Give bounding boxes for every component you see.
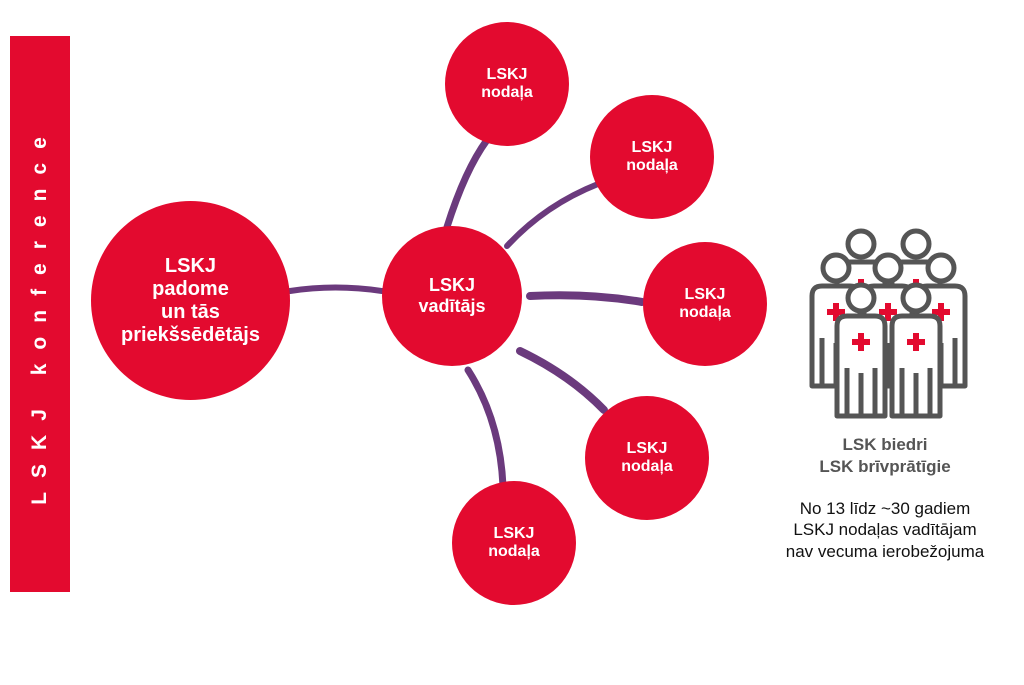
members-age-note: No 13 līdz ~30 gadiem LSKJ nodaļas vadīt… <box>785 499 985 561</box>
leader-label: LSKJ vadītājs <box>418 275 486 316</box>
link-leader-branch-bottom <box>464 366 507 490</box>
branch-node: LSKJ nodaļa <box>585 396 709 520</box>
link-leader-branch-right <box>526 291 646 306</box>
link-leader-branch-upper-right <box>504 181 601 249</box>
council-node: LSKJ padome un tās priekšsēdētājs <box>91 201 290 400</box>
branch-label: LSKJ nodaļa <box>679 285 731 321</box>
branch-label: LSKJ nodaļa <box>626 138 678 174</box>
branch-label: LSKJ nodaļa <box>621 439 673 475</box>
branch-node: LSKJ nodaļa <box>643 242 767 366</box>
branch-node: LSKJ nodaļa <box>445 22 569 146</box>
branch-label: LSKJ nodaļa <box>481 65 533 101</box>
link-leader-branch-lower-right <box>516 347 608 414</box>
branch-node: LSKJ nodaļa <box>590 95 714 219</box>
council-label: LSKJ padome un tās priekšsēdētājs <box>121 254 260 346</box>
leader-node: LSKJ vadītājs <box>382 226 522 366</box>
branch-node: LSKJ nodaļa <box>452 481 576 605</box>
link-council-leader <box>287 284 385 294</box>
conference-banner <box>10 36 70 592</box>
group-of-people-with-red-cross-icon <box>806 226 976 421</box>
link-leader-branch-top <box>443 136 491 231</box>
members-title: LSK biedri LSK brīvprātīgie <box>819 435 951 477</box>
branch-label: LSKJ nodaļa <box>488 524 540 560</box>
